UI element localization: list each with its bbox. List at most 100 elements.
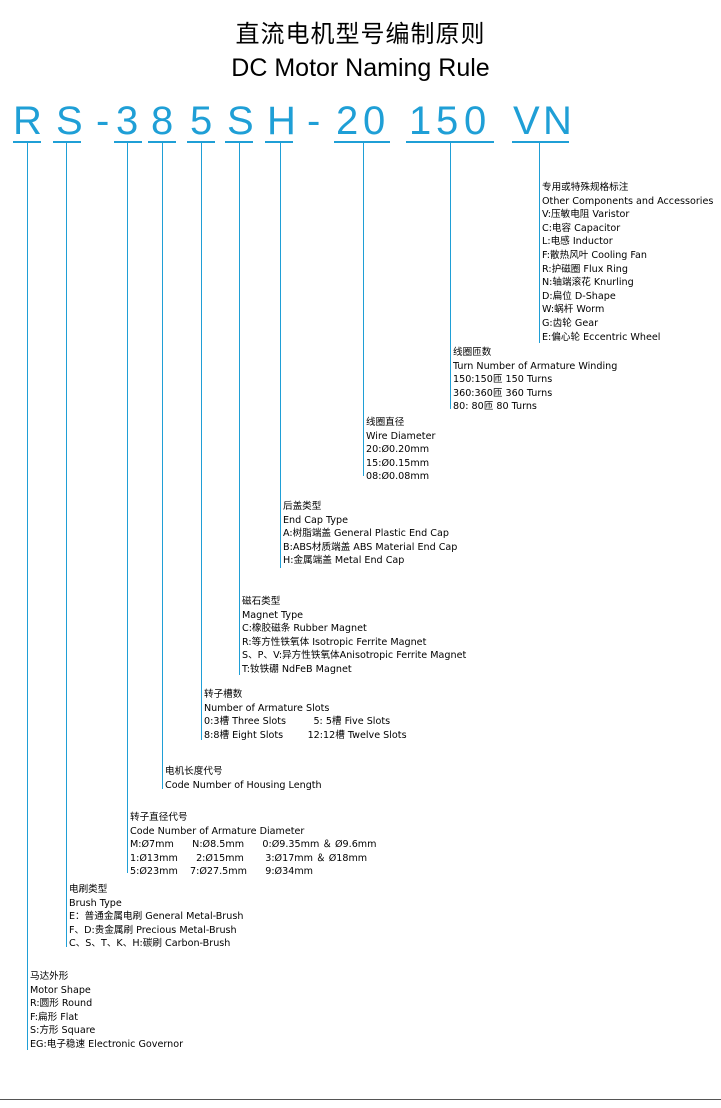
code-char-dash-2: - — [307, 99, 321, 143]
motor-shape-item-s: S:方形 Square — [30, 1025, 96, 1037]
magnet-type-heading-en: Magnet Type — [242, 609, 304, 621]
code-char-dash-1: - — [96, 99, 110, 143]
connector-accessories — [539, 143, 540, 343]
magnet-type-item-c: C:橡胶磁条 Rubber Magnet — [242, 623, 367, 635]
armature-winding-heading-en: Turn Number of Armature Winding — [453, 360, 618, 372]
armature-diameter-heading-zh: 转子直径代号 — [130, 812, 188, 823]
wire-diameter-item-20: 20:Ø0.20mm — [366, 444, 430, 456]
armature-diameter-legend: 转子直径代号 Code Number of Armature Diameter … — [130, 811, 377, 879]
connector-housing-length — [162, 143, 163, 789]
underline-armature-slots — [187, 141, 215, 143]
magnet-type-item-spv: S、P、V:异方性铁氧体Anisotropic Ferrite Magnet — [242, 650, 467, 662]
accessories-item-d-shape: D:扁位 D-Shape — [542, 290, 616, 302]
magnet-type-heading-zh: 磁石类型 — [242, 596, 281, 607]
underline-armature-winding — [406, 141, 494, 143]
code-char-n: N — [543, 99, 572, 143]
brush-type-item-fd: F、D:贵金属刷 Precious Metal-Brush — [69, 924, 237, 936]
code-char-8: 8 — [151, 99, 174, 143]
brush-type-item-e: E：普通金属电刷 General Metal-Brush — [69, 911, 244, 923]
armature-slots-row-2: 8:8槽 Eight Slots 12:12槽 Twelve Slots — [204, 729, 407, 741]
armature-winding-item-80: 80: 80匝 80 Turns — [453, 401, 537, 413]
accessories-item-flux-ring: R:护磁圈 Flux Ring — [542, 263, 628, 275]
accessories-item-worm: W:蜗杆 Worm — [542, 304, 605, 316]
accessories-legend: 专用或特殊规格标注 Other Components and Accessori… — [542, 181, 713, 344]
armature-winding-legend: 线圈匝数 Turn Number of Armature Winding 150… — [453, 346, 617, 414]
code-char-r: R — [13, 99, 42, 143]
underline-wire-diameter — [334, 141, 390, 143]
brush-type-heading-en: Brush Type — [69, 897, 122, 909]
housing-length-legend: 电机长度代号 Code Number of Housing Length — [165, 765, 322, 792]
title-english: DC Motor Naming Rule — [231, 54, 490, 82]
armature-slots-legend: 转子槽数 Number of Armature Slots 0:3槽 Three… — [204, 688, 407, 742]
code-char-5: 5 — [190, 99, 213, 143]
underline-accessories — [512, 141, 569, 143]
armature-diameter-row-3: 5:Ø23mm 7:Ø27.5mm 9:Ø34mm — [130, 866, 314, 878]
brush-type-item-carbon: C、S、T、K、H:碳刷 Carbon-Brush — [69, 938, 231, 950]
underline-motor-shape — [13, 141, 41, 143]
underline-end-cap-type — [265, 141, 293, 143]
code-char-v: V — [513, 99, 540, 143]
motor-shape-heading-zh: 马达外形 — [30, 971, 69, 982]
armature-slots-heading-zh: 转子槽数 — [204, 689, 243, 700]
housing-length-heading-en: Code Number of Housing Length — [165, 779, 322, 791]
end-cap-type-heading-en: End Cap Type — [283, 514, 349, 526]
housing-length-heading-zh: 电机长度代号 — [165, 766, 223, 777]
connector-magnet-type — [239, 143, 240, 675]
magnet-type-item-r: R:等方性铁氧体 Isotropic Ferrite Magnet — [242, 636, 427, 648]
code-char-0-2: 0 — [464, 99, 487, 143]
connector-end-cap-type — [280, 143, 281, 568]
underline-housing-length — [148, 141, 176, 143]
code-char-3: 3 — [116, 99, 139, 143]
code-char-2: 2 — [336, 99, 359, 143]
end-cap-type-item-h: H:金属端盖 Metal End Cap — [283, 555, 405, 567]
accessories-item-capacitor: C:电容 Capacitor — [542, 222, 621, 234]
accessories-heading-en: Other Components and Accessories — [542, 195, 714, 207]
connector-brush-type — [66, 143, 67, 947]
armature-diameter-row-2: 1:Ø13mm 2:Ø15mm 3:Ø17mm ＆ Ø18mm — [130, 852, 368, 864]
accessories-item-cooling-fan: F:散热风叶 Cooling Fan — [542, 249, 648, 261]
code-char-5-2: 5 — [436, 99, 459, 143]
magnet-type-legend: 磁石类型 Magnet Type C:橡胶磁条 Rubber Magnet R:… — [242, 595, 466, 677]
wire-diameter-item-15: 15:Ø0.15mm — [366, 457, 430, 469]
armature-slots-row-1: 0:3槽 Three Slots 5: 5槽 Five Slots — [204, 716, 391, 728]
armature-diameter-heading-en: Code Number of Armature Diameter — [130, 825, 305, 837]
connector-armature-winding — [450, 143, 451, 409]
end-cap-type-heading-zh: 后盖类型 — [283, 501, 322, 512]
motor-shape-item-r: R:圆形 Round — [30, 998, 93, 1010]
code-char-s-2: S — [227, 99, 254, 143]
wire-diameter-legend: 线圈直径 Wire Diameter 20:Ø0.20mm 15:Ø0.15mm… — [366, 416, 435, 484]
underline-armature-diameter — [114, 141, 142, 143]
wire-diameter-heading-en: Wire Diameter — [366, 430, 436, 442]
armature-winding-heading-zh: 线圈匝数 — [453, 347, 492, 358]
end-cap-type-item-a: A:树脂端盖 General Plastic End Cap — [283, 528, 449, 540]
code-char-0: 0 — [363, 99, 386, 143]
armature-slots-heading-en: Number of Armature Slots — [204, 702, 330, 714]
brush-type-heading-zh: 电刷类型 — [69, 884, 108, 895]
accessories-item-varistor: V:压敏电阻 Varistor — [542, 209, 630, 221]
code-char-s: S — [56, 99, 83, 143]
magnet-type-item-t: T:钕铁硼 NdFeB Magnet — [242, 663, 352, 675]
motor-shape-item-eg: EG:电子稳速 Electronic Governor — [30, 1038, 184, 1050]
code-char-1: 1 — [409, 99, 432, 143]
brush-type-legend: 电刷类型 Brush Type E：普通金属电刷 General Metal-B… — [69, 883, 243, 951]
armature-diameter-row-1: M:Ø7mm N:Ø8.5mm 0:Ø9.35mm ＆ Ø9.6mm — [130, 839, 377, 851]
accessories-heading-zh: 专用或特殊规格标注 — [542, 182, 629, 193]
accessories-item-inductor: L:电感 Inductor — [542, 236, 613, 248]
underline-brush-type — [53, 141, 81, 143]
connector-armature-slots — [201, 143, 202, 740]
accessories-item-knurling: N:轴端滚花 Knurling — [542, 277, 634, 289]
bottom-divider — [0, 1099, 721, 1100]
title-chinese: 直流电机型号编制原则 — [235, 20, 486, 48]
connector-motor-shape — [27, 143, 28, 1050]
wire-diameter-heading-zh: 线圈直径 — [366, 417, 405, 428]
motor-shape-item-f: F:扁形 Flat — [30, 1011, 79, 1023]
motor-shape-heading-en: Motor Shape — [30, 984, 91, 996]
armature-winding-item-150: 150:150匝 150 Turns — [453, 374, 553, 386]
motor-shape-legend: 马达外形 Motor Shape R:圆形 Round F:扁形 Flat S:… — [30, 970, 183, 1052]
connector-armature-diameter — [127, 143, 128, 873]
code-char-h: H — [267, 99, 296, 143]
end-cap-type-item-b: B:ABS材质端盖 ABS Material End Cap — [283, 541, 458, 553]
underline-magnet-type — [225, 141, 253, 143]
armature-winding-item-360: 360:360匝 360 Turns — [453, 387, 553, 399]
accessories-item-gear: G:齿轮 Gear — [542, 317, 599, 329]
